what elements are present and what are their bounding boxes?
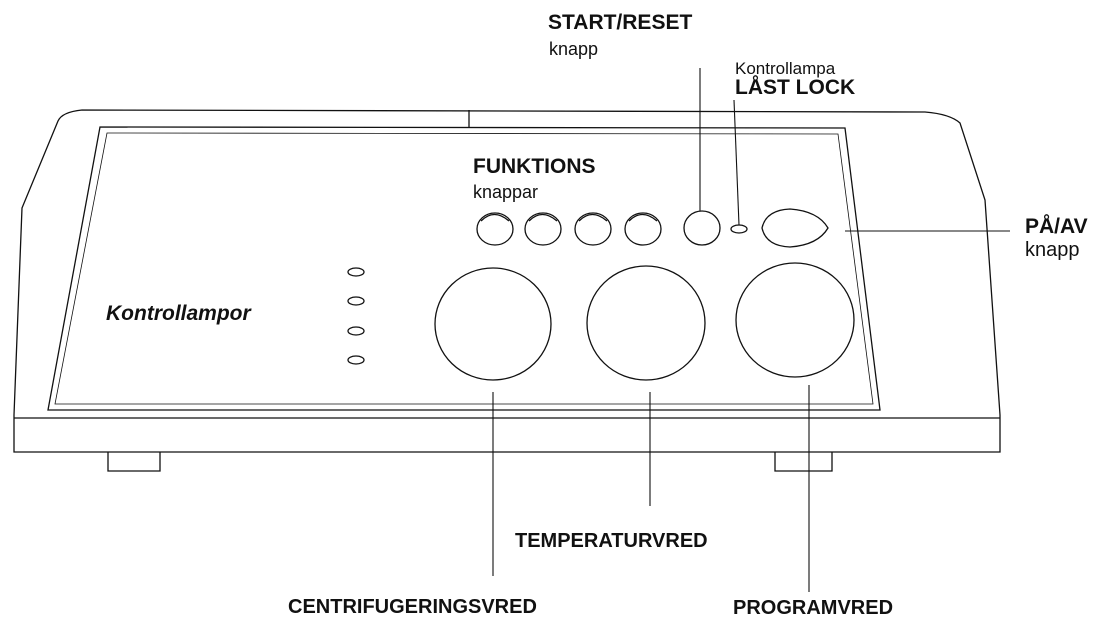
function-button-4[interactable]	[624, 212, 662, 246]
function-button-1-lamp	[480, 213, 510, 222]
function-buttons-label: FUNKTIONS	[473, 155, 596, 178]
leader-lines	[492, 68, 1010, 592]
lid-lock-label: LÅST LOCK	[735, 76, 856, 99]
function-button-4-lamp	[628, 213, 658, 222]
start-reset-sublabel: knapp	[549, 39, 599, 59]
indicator-lamp-4	[347, 355, 365, 365]
on-off-sublabel: knapp	[1025, 239, 1080, 261]
start-reset-label: START/RESET	[548, 11, 693, 34]
function-button-3-lamp	[578, 213, 608, 222]
function-buttons-sublabel: knappar	[473, 182, 539, 202]
panel-housing-outline	[13, 109, 1001, 453]
function-button-2[interactable]	[524, 212, 562, 246]
start-reset-button[interactable]	[683, 210, 721, 246]
on-off-button[interactable]	[761, 208, 829, 248]
lid-lock-lamp	[730, 224, 748, 234]
indicator-lamp-2	[347, 296, 365, 306]
panel-fascia-outline	[47, 126, 881, 411]
program-knob-label: PROGRAMVRED	[733, 597, 894, 619]
panel-left-foot	[107, 452, 161, 472]
program-knob[interactable]	[735, 262, 855, 378]
temperature-knob-label: TEMPERATURVRED	[515, 530, 708, 552]
function-button-1[interactable]	[476, 212, 514, 246]
indicator-lamps-label: Kontrollampor	[106, 302, 251, 325]
panel-fascia-inner-outline	[54, 132, 874, 405]
indicator-lamps	[347, 267, 365, 365]
function-buttons	[476, 212, 662, 246]
on-off-label: PÅ/AV	[1025, 215, 1088, 238]
spin-knob-label: CENTRIFUGERINGSVRED	[288, 596, 537, 618]
indicator-lamp-1	[347, 267, 365, 277]
function-button-3[interactable]	[574, 212, 612, 246]
lid-lock-sublabel: Kontrollampa	[735, 59, 836, 78]
indicator-lamp-3	[347, 326, 365, 336]
lid-lock-leader	[733, 99, 740, 226]
panel-right-foot	[774, 452, 833, 472]
spin-knob[interactable]	[434, 267, 552, 381]
temperature-knob[interactable]	[586, 265, 706, 381]
function-button-2-lamp	[528, 213, 558, 222]
